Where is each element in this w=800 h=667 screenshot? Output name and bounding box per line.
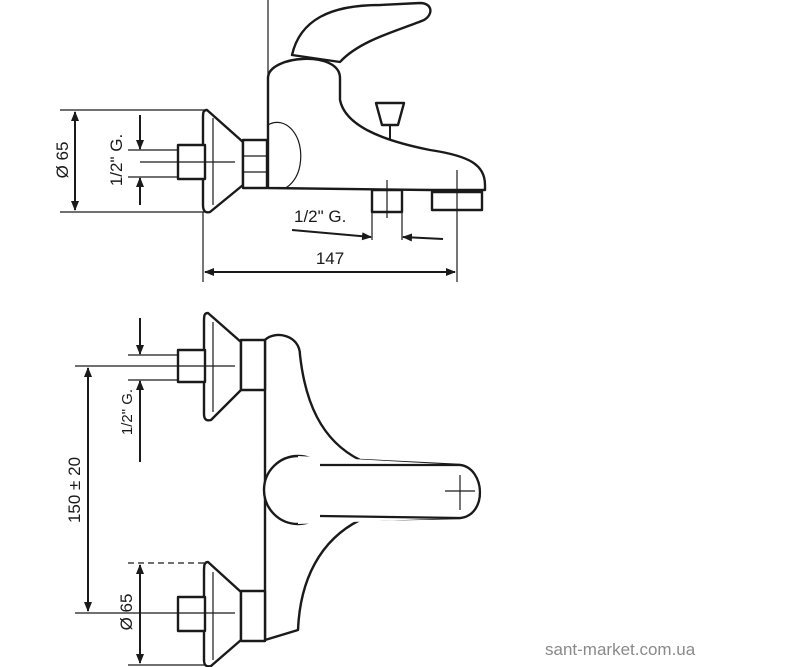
- hex-nut: [241, 138, 269, 190]
- overall-length-label: 147: [316, 249, 344, 268]
- lever-handle: [290, 1, 432, 64]
- centre-distance-label: 150 ± 20: [65, 457, 84, 523]
- side-inlet-thread-label: 1/2" G.: [107, 134, 126, 186]
- side-flange-diameter-label: Ø 65: [53, 142, 72, 179]
- top-flange-diameter-label: Ø 65: [117, 594, 136, 631]
- watermark: sant-market.com.ua: [545, 640, 696, 659]
- side-outlet-thread-label: 1/2" G.: [294, 207, 346, 226]
- lower-inlet-stub: [176, 595, 207, 633]
- lower-wall-flange: [202, 560, 243, 667]
- upper-wall-flange: [202, 311, 243, 422]
- mixer-body: [266, 57, 487, 192]
- top-inlet-thread-label: 1/2" G.: [119, 389, 136, 435]
- wall-flange: [201, 108, 245, 214]
- upper-hex-nut: [239, 338, 267, 392]
- lower-hex-nut: [239, 589, 267, 643]
- diverter-knob: [374, 101, 406, 127]
- top-view: 1/2" G. 150 ± 20 Ø 65: [65, 311, 482, 667]
- side-view: Ø 65 1/2" G. 1/2" G. 147: [53, 0, 487, 282]
